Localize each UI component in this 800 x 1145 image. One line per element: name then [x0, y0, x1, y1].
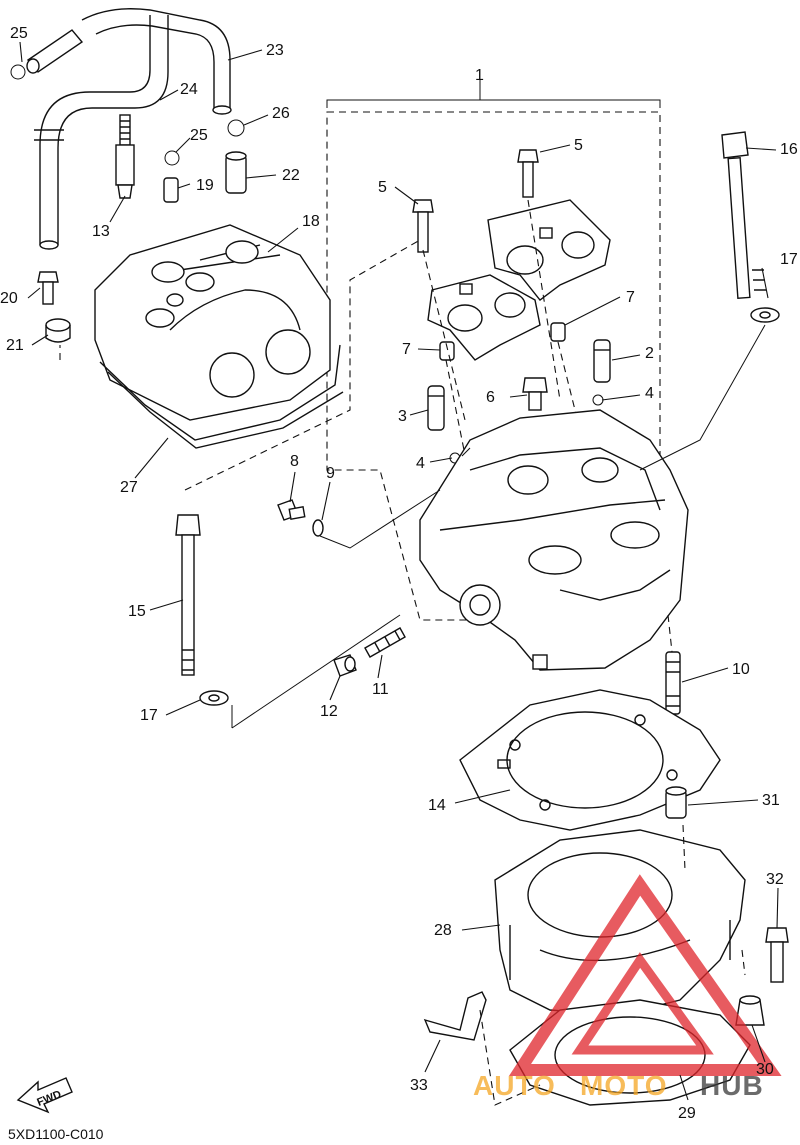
bolt-20: [37, 271, 59, 305]
fitting-22: [225, 151, 247, 194]
bolt-16-ref-line: [639, 324, 766, 471]
hose-clip-25: [10, 64, 180, 166]
hose-clip-26: [227, 119, 245, 137]
cylinder-ref-lines: [479, 824, 746, 1106]
breather-hose-23: [81, 8, 232, 115]
callout-29: 29: [678, 1105, 696, 1122]
callout-14: 14: [428, 797, 446, 814]
callout-6: 6: [486, 389, 495, 406]
bolt-6: [522, 377, 548, 411]
callout-24: 24: [180, 81, 198, 98]
fwd-arrow-icon: FWD: [16, 1077, 73, 1114]
head-gasket-14: [459, 689, 721, 831]
short-hose-25: [26, 29, 84, 74]
callout-20: 20: [0, 290, 18, 307]
callout-27: 27: [120, 479, 138, 496]
bolt-8: [277, 499, 306, 521]
dowel-31: [665, 786, 687, 819]
callout-7-left: 7: [402, 341, 411, 358]
head-cover-18: [94, 224, 331, 421]
watermark-triangle-inner: [571, 952, 714, 1055]
cylinder-head-body: [419, 409, 689, 671]
callout-25-left: 25: [10, 25, 28, 42]
cover-ref-line: [59, 239, 421, 491]
callout-1: 1: [475, 67, 484, 84]
camshaft-cap-upper: [487, 199, 611, 301]
callout-9: 9: [326, 465, 335, 482]
valve-guide-3: [427, 385, 445, 431]
watermark-text-auto: AUTO: [473, 1070, 556, 1101]
callout-18: 18: [302, 213, 320, 230]
callout-8: 8: [290, 453, 299, 470]
watermark-logo: AUTO MOTO HUB: [473, 874, 782, 1101]
callout-17-right: 17: [780, 251, 798, 268]
cap-ref-lines: [422, 199, 581, 481]
callout-19: 19: [196, 177, 214, 194]
dowel-pin-7: [439, 322, 566, 361]
head-bolt-15: [175, 514, 201, 676]
bracket-33: [423, 991, 487, 1041]
fitting-19: [163, 177, 179, 203]
callout-32: 32: [766, 871, 784, 888]
callout-16: 16: [780, 141, 798, 158]
camshaft-cap-lower: [427, 274, 541, 361]
callout-13: 13: [92, 223, 110, 240]
watermark-triangle-outer: [508, 874, 782, 1076]
callout-25-right: 25: [190, 127, 208, 144]
callout-5-left: 5: [378, 179, 387, 196]
diagram-code: 5XD1100-C010: [8, 1126, 104, 1142]
nut-12: [333, 654, 357, 677]
callout-labels: 1 2 3 4 4 5 5 6 7 7 8 9 10 11 12 13 14 1…: [0, 25, 798, 1122]
callout-12: 12: [320, 703, 338, 720]
callout-2: 2: [645, 345, 654, 362]
callout-22: 22: [282, 167, 300, 184]
washer-ref-line: [319, 489, 441, 549]
callout-21: 21: [6, 337, 24, 354]
valve-guide-2: [593, 339, 611, 383]
washer-17: [199, 307, 780, 706]
bolt-32: [765, 927, 789, 983]
callout-33: 33: [410, 1077, 428, 1094]
grommet-21: [45, 318, 71, 343]
callout-26: 26: [272, 105, 290, 122]
breather-hose-24: [34, 15, 169, 250]
spark-plug-13: [115, 114, 135, 199]
callout-7-right: 7: [626, 289, 635, 306]
callout-28: 28: [434, 922, 452, 939]
callout-30: 30: [756, 1061, 774, 1078]
callout-4-left: 4: [416, 455, 425, 472]
washer-9: [312, 519, 324, 537]
stud-10-ref: [667, 614, 673, 653]
callout-3: 3: [398, 408, 407, 425]
callout-17-left: 17: [140, 707, 158, 724]
callout-5-right: 5: [574, 137, 583, 154]
callout-23: 23: [266, 42, 284, 59]
head-cover-gasket-27: [99, 344, 344, 449]
callout-4-right: 4: [645, 385, 654, 402]
stud-bolt-11: [364, 627, 406, 658]
callout-31: 31: [762, 792, 780, 809]
callout-15: 15: [128, 603, 146, 620]
stud-ref-line: [231, 614, 401, 729]
watermark-text-hub: HUB: [700, 1070, 764, 1101]
stud-bolt-10: [665, 651, 681, 715]
watermark-text-moto: MOTO: [580, 1070, 667, 1101]
bracket-1: [326, 80, 661, 108]
leader-lines: [19, 41, 779, 1101]
head-bolt-16: [721, 131, 766, 299]
callout-11: 11: [372, 681, 389, 698]
callout-10: 10: [732, 661, 750, 678]
